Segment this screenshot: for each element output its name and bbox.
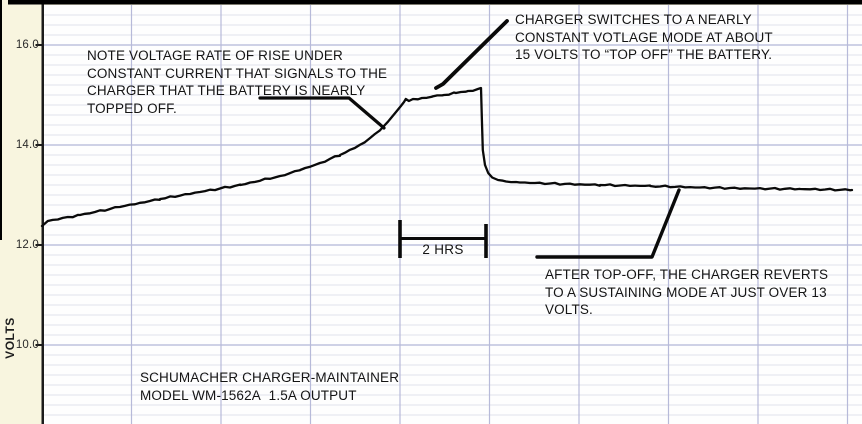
y-axis-title: VOLTS bbox=[3, 317, 17, 359]
annotation-rate-of-rise: NOTE VOLTAGE RATE OF RISE UNDER CONSTANT… bbox=[87, 48, 388, 116]
annotation-charger-model: SCHUMACHER CHARGER-MAINTAINER MODEL WM-1… bbox=[140, 370, 400, 403]
time-scale-label: 2 HRS bbox=[422, 242, 464, 257]
y-tick-10: 10.0 bbox=[15, 339, 39, 351]
annotation-sustaining-mode: AFTER TOP-OFF, THE CHARGER REVERTS TO A … bbox=[545, 267, 829, 318]
y-tick-12: 12.0 bbox=[15, 239, 39, 251]
y-tick-16: 16.0 bbox=[15, 39, 39, 51]
annotation-constant-voltage-mode: CHARGER SWITCHES TO A NEARLY CONSTANT VO… bbox=[515, 12, 773, 63]
y-tick-14: 14.0 bbox=[15, 139, 39, 151]
